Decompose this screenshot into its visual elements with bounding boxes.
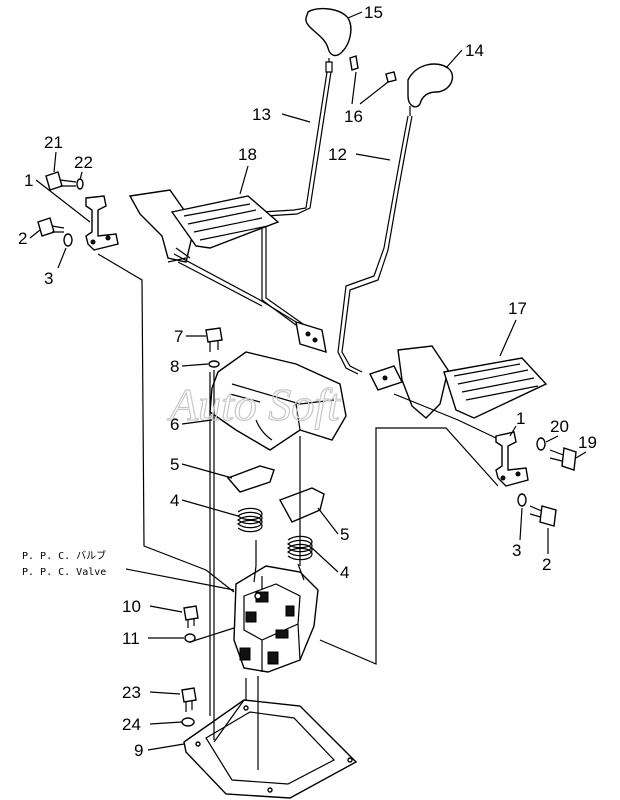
callout-23: 23 <box>122 683 181 702</box>
callout-label: 3 <box>512 541 521 560</box>
callout-6: 6 <box>170 415 213 434</box>
callout-4-left: 4 <box>170 491 239 517</box>
spring-4-left <box>236 507 263 533</box>
callout-label: 3 <box>44 269 53 288</box>
callout-label: 1 <box>516 409 525 428</box>
callout-label: 19 <box>578 433 597 452</box>
valve-label-en: P. P. C. Valve <box>22 567 106 578</box>
callout-12: 12 <box>328 145 391 164</box>
callout-label: 1 <box>24 171 33 190</box>
callout-label: 14 <box>465 41 484 60</box>
callout-18: 18 <box>238 145 257 195</box>
washer-3-left <box>63 233 73 247</box>
pin-16 <box>349 55 397 83</box>
callout-3-left: 3 <box>44 247 67 288</box>
callout-4-right: 4 <box>311 547 349 582</box>
bolt-7 <box>205 327 223 352</box>
bolt-2-left <box>37 217 65 237</box>
callout-1-right: 1 <box>509 409 525 437</box>
callout-8: 8 <box>170 357 209 376</box>
callout-label: 13 <box>252 105 271 124</box>
callout-15: 15 <box>347 3 383 22</box>
callout-3-right: 3 <box>512 507 523 560</box>
cover-6 <box>209 351 347 451</box>
pedal-18 <box>128 189 297 323</box>
callout-label: 21 <box>44 133 63 152</box>
callout-label: 4 <box>340 563 349 582</box>
spring-4-right <box>286 535 313 561</box>
spring-seat-5-left <box>226 465 275 493</box>
callout-label: 15 <box>364 3 383 22</box>
pedal-17 <box>369 345 548 439</box>
washer-8 <box>208 360 220 368</box>
callout-9: 9 <box>134 741 185 760</box>
callout-2-left: 2 <box>18 229 41 248</box>
callout-label: 5 <box>170 455 179 474</box>
washer-3-right <box>517 493 527 507</box>
callout-13: 13 <box>252 105 311 124</box>
callout-label: 7 <box>174 327 183 346</box>
callout-label: 18 <box>238 145 257 164</box>
bolt-21 <box>45 171 77 191</box>
bolt-2-right <box>529 505 557 527</box>
valve-label-jp: P. P. C. バルブ <box>22 549 106 562</box>
callout-5-left: 5 <box>170 455 233 479</box>
callout-24: 24 <box>122 715 183 734</box>
ppc-valve <box>233 565 319 673</box>
callout-label: 4 <box>170 491 179 510</box>
callout-label: 11 <box>122 629 140 648</box>
callout-label: 23 <box>122 683 141 702</box>
callout-19: 19 <box>575 433 597 459</box>
callout-label: 2 <box>542 555 551 574</box>
bracket-1-right <box>495 431 529 487</box>
callout-label: 24 <box>122 715 141 734</box>
callout-label: 5 <box>340 525 349 544</box>
callout-label: 8 <box>170 357 179 376</box>
assembly-lines <box>97 253 499 770</box>
callout-label: 16 <box>344 107 363 126</box>
callout-label: 12 <box>328 145 347 164</box>
callout-1-left: 1 <box>24 171 91 223</box>
lever-rod-12 <box>337 106 413 375</box>
callout-14: 14 <box>445 41 484 69</box>
callout-label: 9 <box>134 741 143 760</box>
bracket-1-left <box>85 195 119 251</box>
callout-7: 7 <box>174 327 206 346</box>
callout-17: 17 <box>499 299 527 357</box>
callout-22: 22 <box>74 153 93 181</box>
callout-label: 2 <box>18 229 27 248</box>
spring-seat-5-right <box>278 487 325 523</box>
lever-knob-15 <box>305 7 352 57</box>
callout-10: 10 <box>122 597 183 616</box>
callout-5-right: 5 <box>317 507 349 544</box>
callout-label: 10 <box>122 597 141 616</box>
bolt-23 <box>181 687 197 712</box>
callout-label: 6 <box>170 415 179 434</box>
callout-label: 17 <box>508 299 527 318</box>
callout-11: 11 <box>122 629 184 648</box>
washer-24 <box>181 717 195 727</box>
callout-16: 16 <box>344 71 389 126</box>
callout-21: 21 <box>44 133 63 173</box>
bolt-10 <box>183 605 199 628</box>
callout-2-right: 2 <box>542 528 551 574</box>
valve-leader <box>125 568 235 591</box>
bolt-19 <box>549 447 577 471</box>
lever-knob-14 <box>407 63 454 108</box>
callout-label: 22 <box>74 153 93 172</box>
callout-20: 20 <box>545 417 569 443</box>
callout-label: 20 <box>550 417 569 436</box>
washer-20 <box>536 437 546 451</box>
washer-22 <box>76 178 84 190</box>
